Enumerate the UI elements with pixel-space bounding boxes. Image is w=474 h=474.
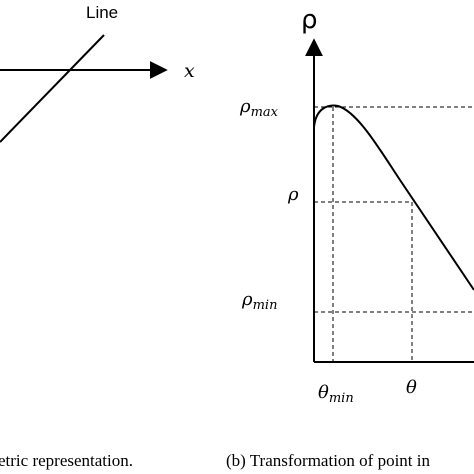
rho-label: ρ (287, 184, 299, 205)
theta-label: θ (406, 377, 417, 398)
rho-theta-curve (313, 104, 474, 291)
line-label: Line (86, 3, 118, 22)
panel-a: Line x etric representation. (0, 3, 195, 470)
panel-b-caption: (b) Transformation of point in (226, 451, 430, 470)
theta-min-label: θmin (318, 382, 354, 406)
rho-min-label: ρmin (241, 289, 277, 313)
line-segment (0, 34, 105, 143)
rho-axis-label: ρ (301, 5, 318, 35)
panel-b: ρ ρmax ρ ρmin θmin θ (b) Transformation … (226, 5, 474, 470)
rho-max-label: ρmax (239, 96, 279, 120)
x-axis-label: x (184, 60, 195, 82)
panel-a-caption: etric representation. (0, 451, 133, 470)
